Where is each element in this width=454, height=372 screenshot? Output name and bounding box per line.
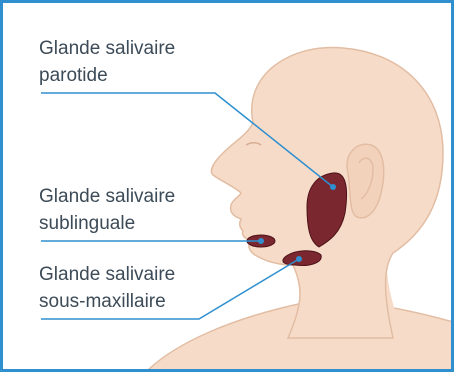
label-sublingual: Glande salivaire sublinguale [39,183,175,237]
label-sublingual-line1: Glande salivaire [39,183,175,210]
label-parotid: Glande salivaire parotide [39,35,175,89]
label-parotid-line2: parotide [39,62,175,89]
parotid-pointer-dot [330,184,336,190]
label-parotid-line1: Glande salivaire [39,35,175,62]
label-sublingual-line2: sublinguale [39,210,175,237]
label-submandibular-line1: Glande salivaire [39,261,175,288]
submandibular-pointer-dot [296,256,302,262]
label-submandibular: Glande salivaire sous-maxillaire [39,261,175,315]
sublingual-pointer-dot [258,238,264,244]
label-submandibular-line2: sous-maxillaire [39,288,175,315]
